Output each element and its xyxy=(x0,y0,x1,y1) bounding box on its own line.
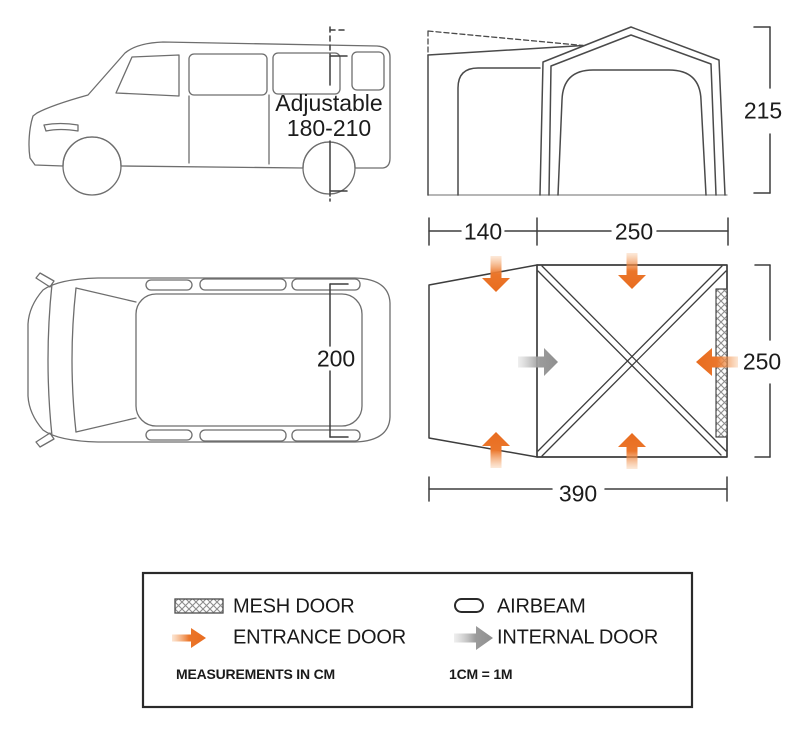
van-driver-window xyxy=(115,54,180,97)
height-215-dimension xyxy=(753,26,771,194)
main-frame-inner xyxy=(548,34,717,196)
awning-front-view xyxy=(427,26,728,196)
entrance-arrow-icon xyxy=(482,432,510,468)
depth-250-dimension xyxy=(754,264,771,458)
entrance-arrow-icon xyxy=(618,253,646,289)
van-mirror-top xyxy=(35,272,55,288)
van-side-window-2 xyxy=(272,52,341,95)
main-arch-opening xyxy=(557,69,707,196)
van-window-strip xyxy=(199,429,287,442)
adjustable-height-dimension xyxy=(329,26,349,202)
van-width-200-dimension xyxy=(329,283,349,438)
dim-main-width-250: 250 xyxy=(614,218,654,245)
tunnel-roof-dashed-max xyxy=(427,30,584,56)
van-top-body-outline xyxy=(27,277,391,443)
van-window-strip xyxy=(199,278,287,291)
legend-mesh-door-label: MESH DOOR xyxy=(233,595,355,618)
legend-units-note: MEASUREMENTS IN CM xyxy=(176,666,335,682)
mesh-door-swatch-icon xyxy=(174,598,224,614)
van-a-pillars xyxy=(75,287,137,433)
van-hood-line xyxy=(47,283,53,437)
van-top-view xyxy=(27,272,391,448)
dim-depth-250: 250 xyxy=(742,348,782,375)
awning-floor-plan xyxy=(428,264,728,458)
main-frame-outer xyxy=(539,26,726,196)
total-width-390-dimension xyxy=(428,476,728,502)
tunnel-opening xyxy=(457,67,541,196)
tunnel-plan-outline xyxy=(428,264,538,458)
entrance-arrow-icon xyxy=(696,348,738,376)
van-roof-outline xyxy=(135,293,363,427)
van-side-window-1 xyxy=(188,53,268,96)
legend-entrance-door-label: ENTRANCE DOOR xyxy=(233,626,406,649)
adjustable-height-label: Adjustable 180-210 xyxy=(275,91,382,141)
legend-box xyxy=(141,571,694,709)
van-window-strip xyxy=(145,429,193,441)
van-window-strip xyxy=(145,279,193,291)
van-mirror-bottom xyxy=(35,432,55,448)
van-rear-quarter-window xyxy=(351,51,385,91)
legend-border xyxy=(141,571,694,709)
van-window-strip xyxy=(291,278,361,291)
adjustable-label-line2: 180-210 xyxy=(286,115,372,141)
van-rear-wheel xyxy=(302,141,356,195)
adjustable-label-line1: Adjustable xyxy=(275,90,383,116)
van-door-seams xyxy=(188,94,270,165)
entrance-arrow-icon xyxy=(482,256,510,292)
van-side-view xyxy=(28,41,391,196)
van-headlight xyxy=(43,122,79,132)
internal-door-arrow-icon xyxy=(518,348,558,376)
tunnel-roof-line xyxy=(427,44,584,56)
legend-airbeam-label: AIRBEAM xyxy=(497,595,586,618)
dim-van-width-200: 200 xyxy=(316,345,356,372)
van-windshield-edge xyxy=(71,287,77,433)
dim-tunnel-width-140: 140 xyxy=(463,218,503,245)
width-dimensions-top xyxy=(428,217,729,246)
van-window-strip xyxy=(291,429,361,442)
airbeam-cross-braces xyxy=(537,265,727,457)
dim-height-215: 215 xyxy=(743,97,783,124)
van-front-wheel xyxy=(62,136,122,196)
entrance-door-arrow-icon xyxy=(172,628,206,648)
floor-plan-arrows xyxy=(482,253,738,469)
dim-total-width-390: 390 xyxy=(558,480,598,507)
entrance-arrow-icon xyxy=(618,433,646,469)
airbeam-icon xyxy=(454,598,484,613)
internal-door-arrow-icon xyxy=(454,626,493,650)
legend-internal-door-label: INTERNAL DOOR xyxy=(497,626,659,649)
legend-scale-note: 1CM = 1M xyxy=(449,666,513,682)
